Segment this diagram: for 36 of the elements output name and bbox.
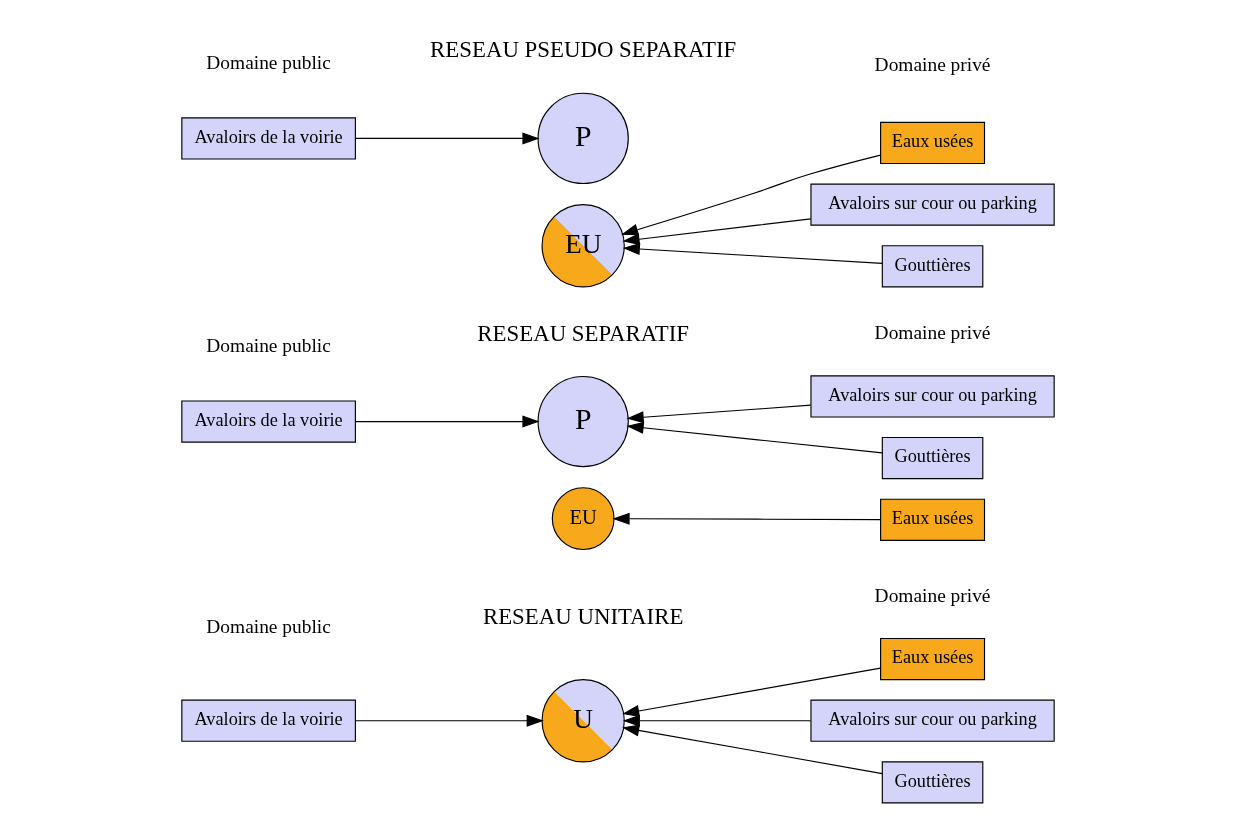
node-box: Avaloirs de la voirie	[181, 699, 356, 742]
arrow	[626, 421, 883, 454]
node-circle: P	[537, 375, 629, 468]
node-box: Gouttières	[881, 761, 984, 804]
arrow	[612, 512, 881, 525]
label: RESEAU PSEUDO SEPARATIF	[430, 37, 737, 63]
label: RESEAU UNITAIRE	[482, 603, 684, 629]
node-circle: EU	[551, 487, 615, 551]
label: Domaine public	[206, 335, 331, 357]
node-box: Avaloirs sur cour ou parking	[810, 699, 1055, 742]
label: Domaine privé	[874, 322, 991, 344]
arrow	[621, 154, 882, 236]
arrow	[622, 714, 812, 727]
node-box: Avaloirs sur cour ou parking	[810, 375, 1055, 418]
arrow	[354, 714, 544, 727]
node-box: Gouttières	[881, 437, 984, 480]
node-box: Avaloirs sur cour ou parking	[810, 183, 1055, 226]
node-box: Eaux usées	[880, 637, 986, 681]
node-circle: P	[537, 92, 629, 185]
node-box: Gouttières	[881, 245, 984, 288]
node-box: Eaux usées	[880, 121, 986, 165]
label: RESEAU SEPARATIF	[477, 320, 689, 346]
label: Domaine public	[206, 51, 331, 73]
node-box: Eaux usées	[880, 498, 986, 541]
arrow	[626, 404, 812, 424]
node-box: Avaloirs de la voirie	[181, 117, 356, 160]
arrow	[622, 218, 812, 246]
node-box: Avaloirs de la voirie	[181, 400, 356, 443]
label: Domaine privé	[874, 585, 991, 607]
arrow	[354, 415, 540, 428]
arrow	[622, 724, 883, 775]
label: Domaine public	[206, 615, 331, 637]
arrow	[622, 667, 882, 717]
arrow	[622, 243, 883, 264]
arrow	[354, 132, 540, 145]
label: Domaine privé	[874, 54, 991, 76]
